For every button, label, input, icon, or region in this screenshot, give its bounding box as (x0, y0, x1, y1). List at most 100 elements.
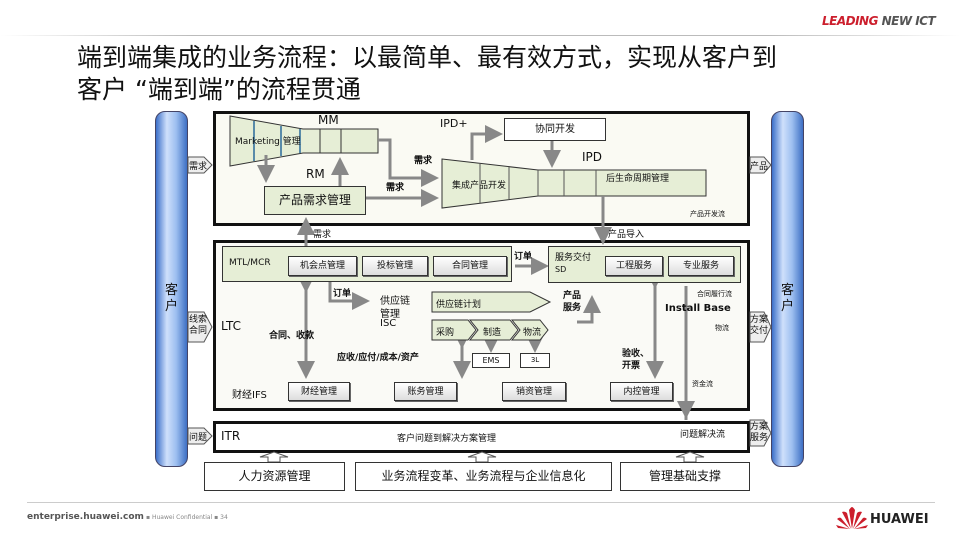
side-label-issue: 问题 (189, 433, 208, 443)
support-hr: 人力资源管理 (204, 462, 345, 491)
side-arrow-leads (187, 311, 213, 343)
buy-shape (431, 319, 477, 341)
side-arrow-demand (187, 156, 213, 174)
arrow-mm-to-ipd (378, 138, 439, 187)
mm-funnel (229, 115, 379, 167)
side-label-service: 方案服务 (750, 422, 769, 443)
ipd-plus-label: IPD+ (440, 117, 468, 130)
3l-label: 3L (530, 356, 540, 364)
huawei-logo-text: HUAWEI (870, 512, 929, 527)
contract-flow-label: 合同履行流 (697, 290, 732, 298)
brand-tagline: LEADING NEW ICT (822, 14, 936, 28)
up-arrow-mgmt (675, 451, 705, 463)
rm-label: RM (306, 167, 325, 181)
order-label-1: 订单 (514, 252, 533, 262)
req-mgmt-label: 产品需求管理 (278, 193, 351, 207)
mtl-label: MTL/MCR (229, 258, 271, 268)
confidential-label: Huawei Confidential (151, 514, 213, 521)
huawei-logo-icon (836, 507, 868, 529)
3l-box: 3L (520, 353, 550, 368)
side-arrow-product (749, 156, 772, 174)
customer-label-left: 客户 (165, 283, 179, 314)
customer-label-right: 客户 (781, 283, 795, 314)
between-demand-label: 需求 (313, 230, 332, 240)
accept-label-2: 开票 (622, 361, 641, 371)
side-arrow-issue (187, 427, 213, 445)
supply-plan-label: 供应链计划 (436, 300, 482, 310)
lifecycle-label: 后生命周期管理 (606, 174, 670, 184)
itr-panel (213, 421, 750, 453)
logistics-shape (510, 319, 549, 341)
support-mgmt-label: 管理基础支撑 (648, 469, 721, 483)
sd-title: 服务交付 (555, 253, 592, 263)
cash-flow-label: 资金流 (692, 380, 713, 388)
footer-divider (27, 502, 935, 503)
ems-label: EMS (482, 356, 500, 365)
arrow-order-to-isc (328, 282, 370, 310)
product-intro-label: 产品导入 (608, 230, 645, 240)
page-title-line1: 端到端集成的业务流程：以最简单、最有效方式，实现从客户到 (77, 43, 778, 72)
dev-flow-label: 产品开发流 (690, 210, 725, 218)
ctrl-mgmt-button[interactable]: 内控管理 (610, 382, 673, 401)
collab-label: 协同开发 (535, 124, 575, 135)
logistics-label: 物流 (523, 328, 542, 338)
ipd-dev-label: 集成产品开发 (452, 181, 507, 191)
side-label-demand: 需求 (189, 162, 208, 172)
pro-service-button[interactable]: 专业服务 (668, 256, 734, 276)
mm-label: MM (318, 113, 339, 127)
itr-label: ITR (221, 429, 241, 443)
page-title-line2: 客户 “端到端”的流程贯通 (77, 75, 361, 104)
arrow-isc-to-prod (577, 295, 601, 324)
support-hr-label: 人力资源管理 (238, 469, 311, 483)
make-shape (468, 319, 519, 341)
demand-label-1: 需求 (414, 156, 433, 166)
ifs-label: 财经IFS (232, 390, 267, 401)
opp-mgmt-button[interactable]: 机会点管理 (288, 256, 357, 276)
install-base-label: Install Base (665, 303, 731, 314)
acct-mgmt-button[interactable]: 账务管理 (394, 382, 457, 401)
bid-mgmt-button[interactable]: 投标管理 (362, 256, 428, 276)
isc-label-1: 供应链 (380, 296, 410, 307)
page-number: 34 (220, 514, 228, 521)
logistics-flow-label: 物流 (715, 324, 729, 332)
isc-label-2: 管理 (380, 309, 400, 320)
itr-flow-label: 问题解决流 (680, 430, 726, 440)
customer-pillar-right (771, 111, 804, 467)
fin-mgmt-button[interactable]: 财经管理 (288, 382, 350, 401)
buy-label: 采购 (436, 328, 455, 338)
side-arrow-delivery (749, 311, 772, 343)
footer-confidential: ▪ Huawei Confidential ▪ 34 (146, 514, 228, 521)
up-arrow-hr (259, 451, 289, 463)
collab-box: 协同开发 (504, 118, 606, 141)
demand-label-2: 需求 (386, 183, 405, 193)
make-label: 制造 (483, 328, 502, 338)
ar-label: 应收/应付/成本/资产 (337, 353, 419, 363)
tagline-newict: NEW ICT (877, 14, 936, 28)
marketing-label: Marketing 管理 (235, 137, 301, 147)
support-bpr-label: 业务流程变革、业务流程与企业信息化 (381, 469, 586, 483)
supply-plan-shape (431, 291, 552, 313)
side-label-leads: 线索合同 (189, 315, 208, 336)
footer-site: enterprise.huawei.com (27, 512, 144, 522)
header-divider (0, 35, 960, 36)
itr-desc: 客户问题到解决方案管理 (397, 434, 497, 444)
customer-pillar-left (155, 111, 188, 467)
prod-service-label-2: 服务 (563, 303, 582, 313)
side-label-delivery: 方案交付 (750, 315, 769, 336)
support-mgmt: 管理基础支撑 (620, 462, 750, 491)
ltc-label: LTC (221, 319, 242, 333)
contract-mgmt-button[interactable]: 合同管理 (433, 256, 507, 276)
eng-service-button[interactable]: 工程服务 (605, 256, 663, 276)
arrow-ipd-to-collab (470, 125, 503, 160)
prod-service-label-1: 产品 (563, 291, 582, 301)
ems-box: EMS (472, 353, 510, 368)
side-arrow-service (749, 419, 772, 447)
accept-label-1: 验收、 (622, 349, 650, 359)
up-arrow-bpr (467, 451, 497, 463)
sd-label: SD (555, 265, 567, 274)
isc-label-3: ISC (380, 318, 397, 329)
sales-mgmt-button[interactable]: 销资管理 (502, 382, 566, 401)
req-mgmt-box: 产品需求管理 (264, 186, 366, 215)
order-label-2: 订单 (333, 289, 352, 299)
